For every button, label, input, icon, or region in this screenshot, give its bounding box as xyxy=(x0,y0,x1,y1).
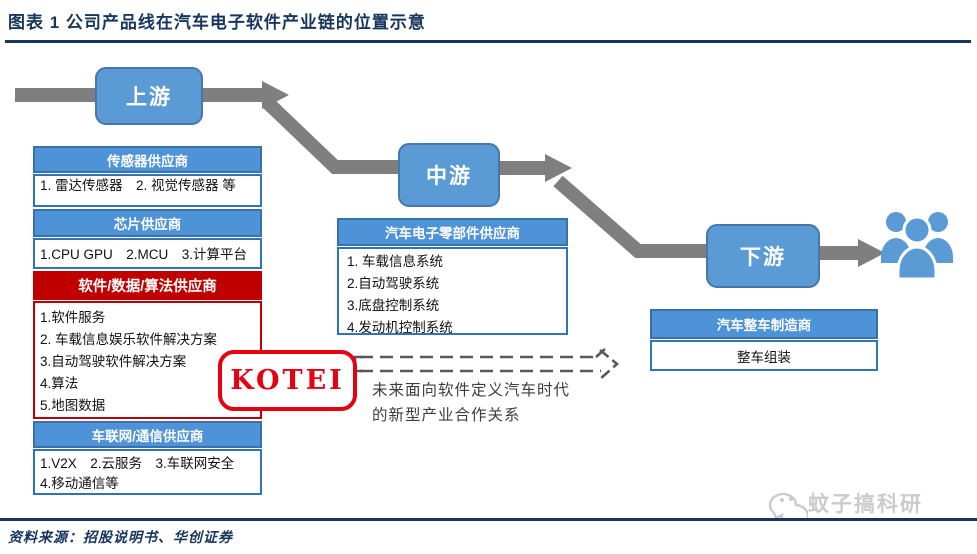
telecom-supplier-header: 车联网/通信供应商 xyxy=(33,421,262,448)
sensor-supplier-body: 1. 雷达传感器 2. 视觉传感器 等 xyxy=(33,174,262,207)
downstream-stage-box: 下游 xyxy=(706,224,820,288)
upstream-stage-box: 上游 xyxy=(95,67,203,125)
parts-supplier-body: 1. 车载信息系统 2.自动驾驶系统 3.底盘控制系统 4.发动机控制系统 xyxy=(337,247,568,335)
midstream-stage-label: 中游 xyxy=(426,165,472,188)
upstream-stage-label: 上游 xyxy=(126,86,172,109)
downstream-stage-label: 下游 xyxy=(740,246,786,269)
footer-divider-line xyxy=(0,518,977,521)
parts-item: 3.底盘控制系统 xyxy=(347,298,440,313)
kotei-logo: KOTEI xyxy=(218,350,357,411)
downstream-arrowhead-icon xyxy=(858,239,885,267)
software-item: 2. 车载信息娱乐软件解决方案 xyxy=(40,332,218,347)
watermark-text: 蚊子搞科研 xyxy=(808,493,923,516)
software-item: 3.自动驾驶软件解决方案 xyxy=(40,354,187,369)
parts-supplier-header: 汽车电子零部件供应商 xyxy=(337,218,568,246)
midstream-arrowhead-icon xyxy=(545,154,572,182)
software-supplier-header-label: 软件/数据/算法供应商 xyxy=(78,279,217,295)
arrowheads xyxy=(262,81,885,267)
oem-body: 整车组装 xyxy=(650,340,878,371)
midstream-stage-box: 中游 xyxy=(398,143,500,207)
software-item: 4.算法 xyxy=(40,376,79,391)
dashed-arrowhead-tick xyxy=(595,348,606,358)
telecom-supplier-header-label: 车联网/通信供应商 xyxy=(91,428,204,444)
sensor-supplier-header-label: 传感器供应商 xyxy=(107,153,188,169)
parts-supplier-header-label: 汽车电子零部件供应商 xyxy=(385,226,520,241)
telecom-supplier-body: 1.V2X 2.云服务 3.车联网安全 4.移动通信等 xyxy=(33,449,262,495)
kotei-logo-text: KOTEI xyxy=(230,365,345,396)
parts-item: 2.自动驾驶系统 xyxy=(347,276,440,291)
upstream-to-midstream-connector xyxy=(262,96,405,174)
consumers-group-icon xyxy=(881,212,953,281)
future-cooperation-note-line1: 未来面向软件定义汽车时代 xyxy=(372,382,571,399)
title-divider-line xyxy=(5,40,971,43)
oem-header: 汽车整车制造商 xyxy=(650,309,878,339)
software-item: 5.地图数据 xyxy=(40,398,106,413)
dashed-arrowhead-icon xyxy=(599,348,620,380)
upstream-arrowhead-icon xyxy=(262,81,289,109)
source-note: 资料来源：招股说明书、华创证券 xyxy=(8,529,233,545)
chip-supplier-header: 芯片供应商 xyxy=(33,209,262,237)
chip-supplier-header-label: 芯片供应商 xyxy=(113,217,182,232)
software-item: 1.软件服务 xyxy=(40,310,106,325)
midstream-to-downstream-connector xyxy=(553,175,715,258)
future-cooperation-dashed-arrow xyxy=(353,348,620,380)
chip-supplier-body: 1.CPU GPU 2.MCU 3.计算平台 xyxy=(33,238,262,269)
software-supplier-header: 软件/数据/算法供应商 xyxy=(33,271,262,300)
figure-title: 图表 1 公司产品线在汽车电子软件产业链的位置示意 xyxy=(8,13,426,32)
future-cooperation-note-line2: 的新型产业合作关系 xyxy=(372,407,521,424)
parts-item: 4.发动机控制系统 xyxy=(347,320,453,335)
sensor-supplier-header: 传感器供应商 xyxy=(33,146,262,173)
parts-item: 1. 车载信息系统 xyxy=(347,254,444,269)
mosquito-chat-icon xyxy=(768,492,808,518)
oem-header-label: 汽车整车制造商 xyxy=(716,318,812,333)
watermark: 蚊子搞科研 xyxy=(768,488,923,518)
